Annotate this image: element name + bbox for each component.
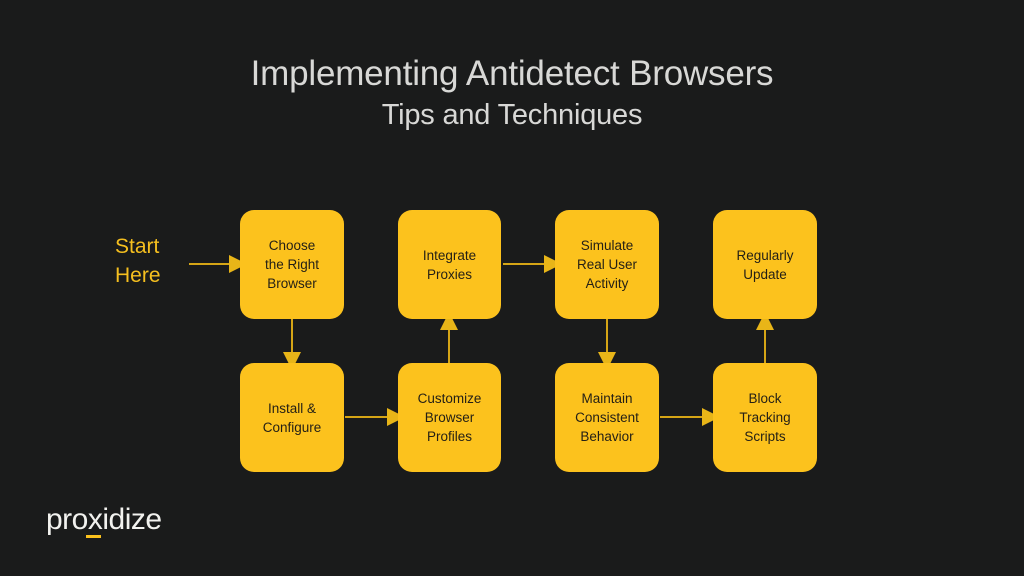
flow-node-label: Simulate Real User Activity — [576, 238, 638, 291]
flow-node-label: Install & Configure — [262, 400, 322, 435]
flow-node-simulate-real-user-activity[interactable]: Simulate Real User Activity — [555, 210, 659, 319]
flow-node-regularly-update[interactable]: Regularly Update — [713, 210, 817, 319]
page-title: Implementing Antidetect Browsers — [250, 54, 774, 93]
flow-node-label: Integrate Proxies — [422, 247, 477, 282]
flow-start-label: Start Here — [115, 232, 205, 290]
page-subtitle: Tips and Techniques — [381, 99, 643, 131]
slide-title-block: Implementing Antidetect Browsers Tips an… — [0, 52, 1024, 134]
flow-node-install-and-configure[interactable]: Install & Configure — [240, 363, 344, 472]
flow-node-label: Regularly Update — [736, 247, 794, 282]
start-label-line1: Start — [115, 235, 160, 258]
flow-node-customize-browser-profiles[interactable]: Customize Browser Profiles — [398, 363, 501, 472]
logo-accent-underline — [86, 535, 101, 538]
flow-node-block-tracking-scripts[interactable]: Block Tracking Scripts — [713, 363, 817, 472]
proxidize-logo: proxidize — [46, 503, 162, 538]
start-label-line2: Here — [115, 264, 161, 287]
flow-node-label: Block Tracking Scripts — [739, 391, 791, 444]
flow-node-maintain-consistent-behavior[interactable]: Maintain Consistent Behavior — [555, 363, 659, 472]
flow-node-choose-the-right-browser[interactable]: Choose the Right Browser — [240, 210, 344, 319]
logo-wordmark: proxidize — [46, 503, 162, 536]
flow-node-label: Choose the Right Browser — [264, 238, 320, 291]
flow-node-label: Maintain Consistent Behavior — [575, 391, 639, 444]
flow-node-label: Customize Browser Profiles — [417, 391, 482, 444]
flow-node-integrate-proxies[interactable]: Integrate Proxies — [398, 210, 501, 319]
